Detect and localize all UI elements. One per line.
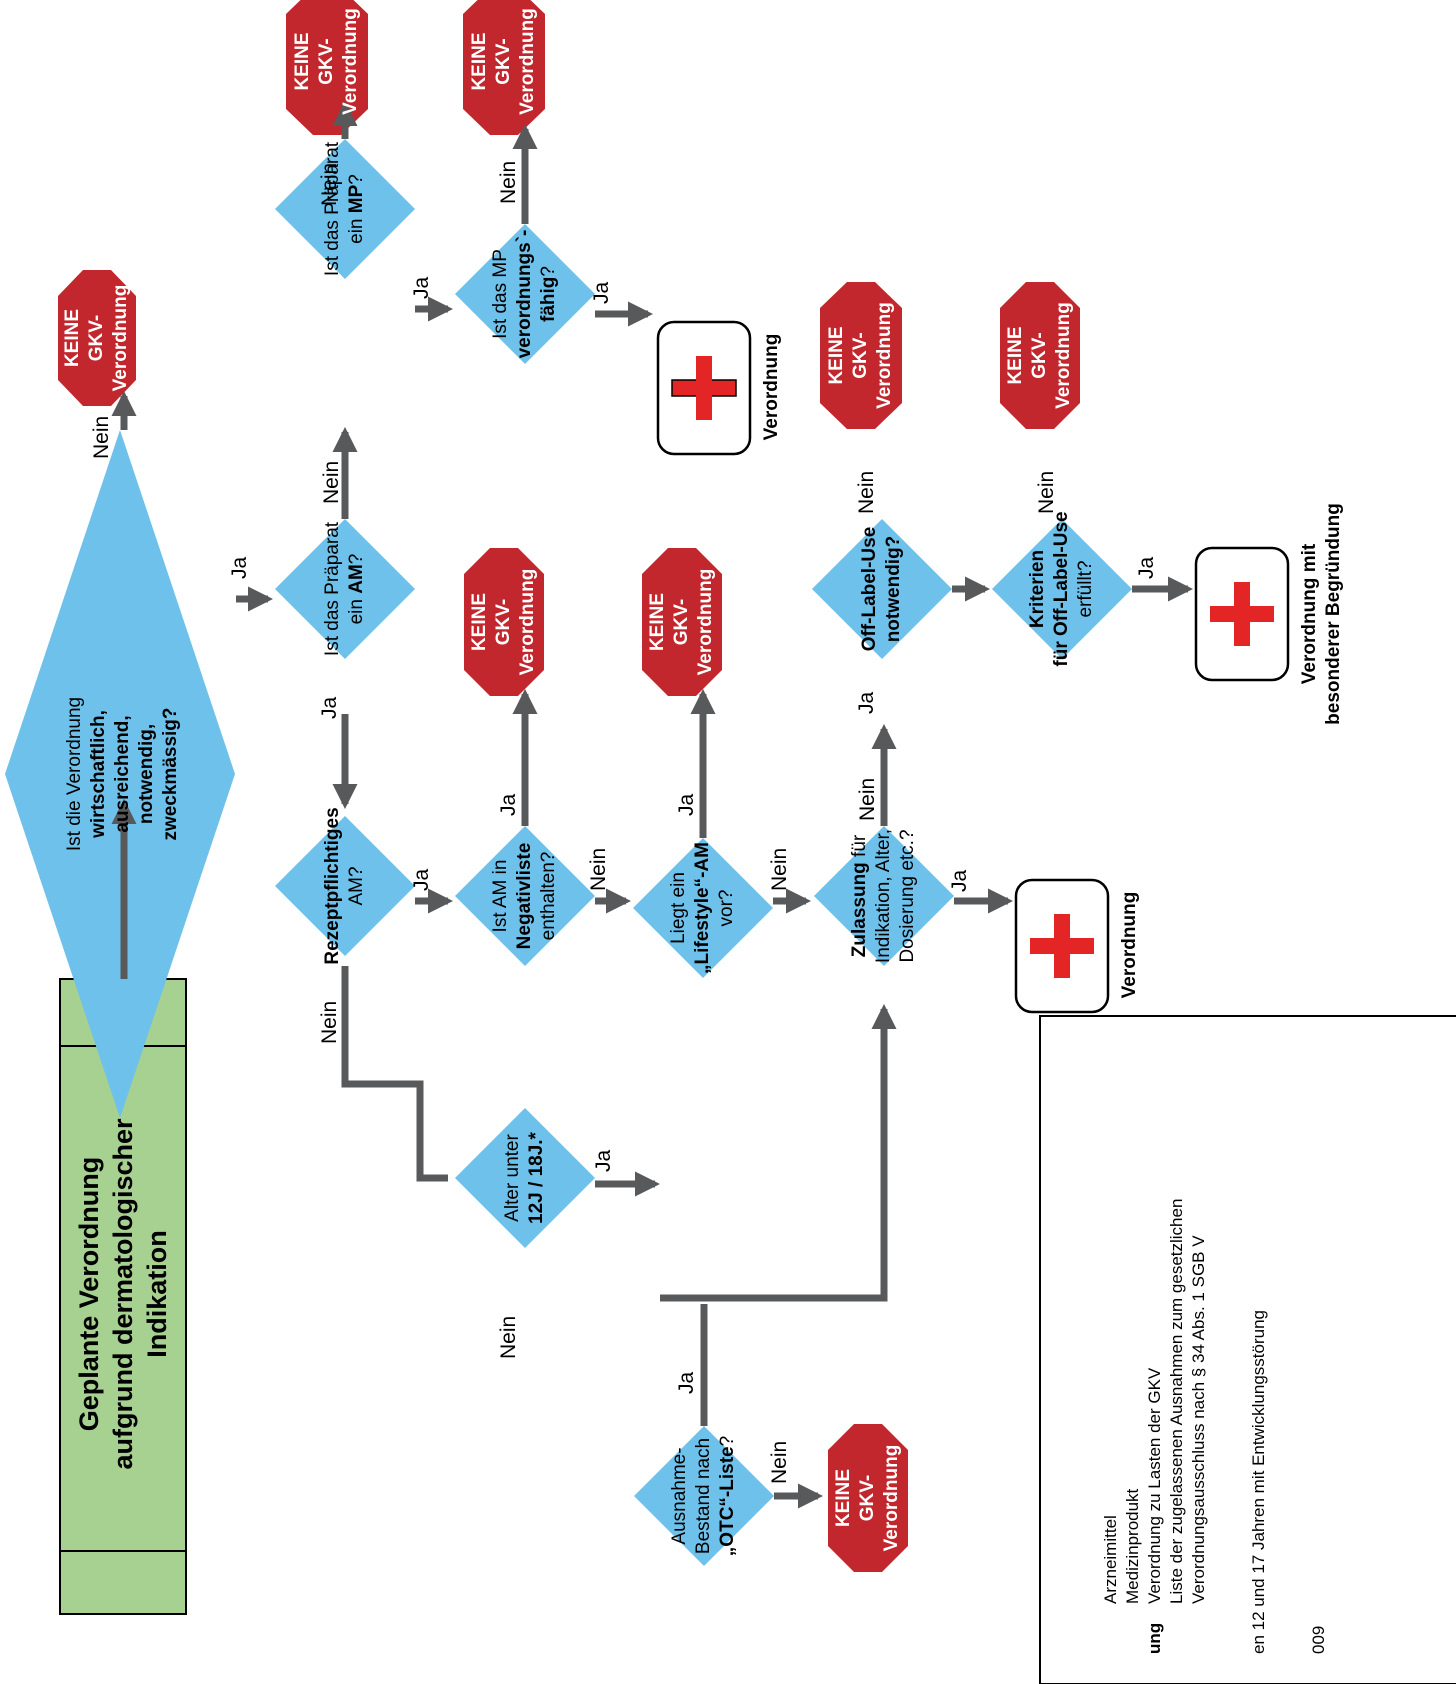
- diagram-title: Geplante Verordnung aufgrund dermatologi…: [74, 1118, 172, 1470]
- legend-box: [1039, 1015, 1456, 1684]
- edge-label-nein: Nein: [587, 847, 610, 891]
- decision-text-lifestyle: Liegt ein „Lifestyle“-AM vor?: [668, 842, 737, 974]
- legend-year: 009: [1309, 1625, 1328, 1654]
- decision-rezeptpflichtig: [275, 816, 415, 956]
- decision-text-offlabel: Off-Label-Use notwendig?: [859, 526, 904, 652]
- decision-am: [275, 519, 415, 659]
- edge-label-nein: Nein: [497, 1315, 520, 1359]
- legend-item: Arzneimittel: [1101, 1515, 1120, 1604]
- edge-label-ja: Ja: [675, 1371, 698, 1394]
- decision-mp: [275, 139, 415, 279]
- decision-wirtschaftlich: [5, 430, 235, 1118]
- decision-zulassung: [814, 826, 954, 966]
- edge-label-nein: Nein: [497, 160, 520, 204]
- verordnung-label-3: Verordnung mit besonderer Begründung: [1299, 503, 1344, 725]
- stop-sign-5: [642, 548, 722, 696]
- decision-mp-fahig: [455, 224, 595, 364]
- decision-text-zulassung: Zulassung für Indikation, Alter, Dosieru…: [849, 828, 918, 964]
- edge-label-nein: Nein: [1035, 470, 1058, 514]
- legend-item: Liste der zugelassenen Ausnahmen zum ges…: [1167, 1198, 1186, 1604]
- legend-footnote: en 12 und 17 Jahren mit Entwicklungsstör…: [1249, 1310, 1268, 1654]
- edge-label-nein: Nein: [768, 1440, 791, 1484]
- verordnung-box-2: [1014, 878, 1110, 1014]
- decision-text-mp: Ist das Präparat ein MP?: [322, 141, 367, 277]
- edge-label-ja: Ja: [590, 281, 613, 304]
- edge-label-ja: Ja: [675, 793, 698, 816]
- stop-sign-2: [286, 0, 368, 135]
- decision-text-am: Ist das Präparat ein AM?: [322, 521, 367, 657]
- connector-arrows: [111, 100, 1194, 1509]
- decision-text-rezept: Rezeptpflichtiges AM?: [322, 807, 367, 965]
- decision-text-kriterien: Kriterien für Off-Label-Use erfüllt?: [1027, 511, 1096, 667]
- edge-label-nein: Nein: [768, 847, 791, 891]
- decision-text-wirtschaftlich: Ist die Verordnung wirtschaftlich, ausre…: [64, 696, 181, 852]
- edge-label-nein: Nein: [318, 1000, 341, 1044]
- decision-lifestyle: [633, 838, 773, 978]
- edge-label-ja: Ja: [410, 868, 433, 891]
- verordnung-label-2: Verordnung: [1119, 891, 1140, 999]
- edge-label-ja: Ja: [228, 556, 251, 579]
- edge-label-nein: Nein: [855, 470, 878, 514]
- stop-sign-1: [58, 270, 136, 406]
- legend-item: Medizinprodukt: [1123, 1488, 1142, 1604]
- verordnung-box-3: [1194, 546, 1290, 682]
- decision-kriterien: [992, 519, 1132, 659]
- verordnung-box-1: [656, 320, 752, 456]
- verordnung-label-1: Verordnung: [761, 333, 782, 441]
- decision-text-mp-fahig: Ist das MP verordnungs`- fähig?: [490, 229, 559, 359]
- decision-text-alter: Alter unter 12J / 18J.*: [502, 1132, 547, 1224]
- decision-text-otc: Ausnahme- Bestand nach „OTC“-Liste?: [669, 1435, 738, 1557]
- edge-label-ja: Ja: [410, 276, 433, 299]
- edge-label-ja: Ja: [318, 696, 341, 719]
- legend-item: Verordnungsausschluss nach § 34 Abs. 1 S…: [1189, 1235, 1208, 1604]
- stop-sign-7: [1000, 282, 1080, 429]
- decision-alter: [455, 1108, 595, 1248]
- stop-sign-8: [828, 1424, 908, 1572]
- decision-offlabel: [812, 519, 952, 659]
- edge-label-ja: Ja: [592, 1149, 615, 1172]
- edge-label-nein: Nein: [90, 415, 113, 459]
- edge-label-ja: Ja: [1135, 556, 1158, 579]
- decision-text-negativliste: Ist AM in Negativliste enthalten?: [490, 842, 559, 950]
- edge-label-nein: Nein: [320, 460, 343, 504]
- decision-negativliste: [455, 826, 595, 966]
- edge-label-ja: Ja: [855, 691, 878, 714]
- stop-sign-4: [464, 548, 544, 696]
- edge-label-ja: Ja: [497, 793, 520, 816]
- stop-sign-6: [820, 282, 902, 429]
- stop-sign-3: [463, 0, 545, 135]
- edge-label-ja: Ja: [948, 869, 971, 892]
- edge-label-nein: Nein: [318, 162, 341, 206]
- edge-label-nein: Nein: [856, 777, 879, 821]
- decision-otc: [634, 1426, 774, 1566]
